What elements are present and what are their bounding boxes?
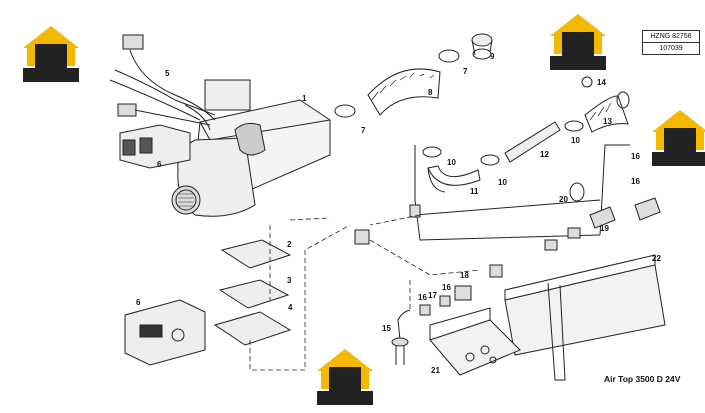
hose-clamp-7a xyxy=(334,104,356,118)
part-number-label: 11 xyxy=(470,187,479,196)
control-panel-6 xyxy=(124,299,206,366)
part-number-label: 16 xyxy=(418,293,427,302)
flex-hose-13 xyxy=(584,91,630,133)
part-number-label: 21 xyxy=(431,366,440,375)
brand-logo-right xyxy=(652,110,705,166)
fitting-16a xyxy=(409,204,421,218)
model-caption: Air Top 3500 D 24V xyxy=(604,374,681,384)
gasket-2 xyxy=(220,239,292,269)
hose-clamp-7b xyxy=(438,49,460,63)
control-unit-6 xyxy=(119,124,191,169)
fitting-chain-3 xyxy=(567,227,581,239)
fitting-chain-2 xyxy=(544,239,558,251)
part-number-label: 10 xyxy=(571,136,580,145)
end-sleeve-9 xyxy=(471,33,493,60)
exhaust-pipe-12 xyxy=(504,121,561,163)
part-number-label: 14 xyxy=(597,78,606,87)
connector-sensor xyxy=(634,197,661,221)
wiring-harness-5 xyxy=(109,34,251,131)
reference-box: HZNG 82756 107039 xyxy=(642,30,700,55)
part-number-label: 15 xyxy=(382,324,391,333)
clip-20 xyxy=(569,182,585,202)
part-number-label: 7 xyxy=(361,126,366,135)
ref-number: 107039 xyxy=(659,45,683,52)
part-number-label: 3 xyxy=(287,276,292,285)
part-number-label: 22 xyxy=(652,254,661,263)
part-number-label: 16 xyxy=(631,177,640,186)
flex-hose-11 xyxy=(427,165,481,186)
fuel-line xyxy=(414,144,630,241)
clamp-17 xyxy=(439,295,451,307)
part-number-label: 8 xyxy=(428,88,433,97)
brand-logo-bottom xyxy=(317,349,373,405)
clamp-10c xyxy=(564,120,584,132)
guide-lines xyxy=(249,214,481,371)
mounting-bracket-21 xyxy=(429,307,521,376)
clamp-14 xyxy=(581,76,593,88)
fuel-filter-18 xyxy=(454,285,472,301)
part-number-label: 20 xyxy=(559,195,568,204)
part-number-label: 16 xyxy=(442,283,451,292)
clamp-10b xyxy=(480,154,500,166)
fitting-16b xyxy=(419,304,431,316)
ref-code: HZNG 82756 xyxy=(643,31,699,43)
part-number-label: 7 xyxy=(463,67,468,76)
part-number-label: 17 xyxy=(428,291,437,300)
gasket-3 xyxy=(218,279,290,309)
part-number-label: 16 xyxy=(631,152,640,161)
part-number-label: 10 xyxy=(498,178,507,187)
gasket-4 xyxy=(213,311,292,346)
mounting-bracket-22 xyxy=(504,254,666,381)
part-number-label: 10 xyxy=(447,158,456,167)
part-number-label: 4 xyxy=(288,303,293,312)
connector-left xyxy=(354,229,370,245)
fitting-chain xyxy=(489,264,503,278)
brand-logo-top-right xyxy=(550,14,606,70)
fuel-pump-19 xyxy=(589,206,616,229)
flex-duct-8 xyxy=(367,68,441,116)
part-number-label: 6 xyxy=(157,160,162,169)
part-number-label: 1 xyxy=(302,94,307,103)
part-number-label: 19 xyxy=(600,224,609,233)
part-number-label: 5 xyxy=(165,69,170,78)
clamp-10a xyxy=(422,146,442,158)
part-number-label: 9 xyxy=(490,52,495,61)
brand-logo-top-left xyxy=(23,26,79,82)
part-number-label: 18 xyxy=(460,271,469,280)
fuel-standpipe-15 xyxy=(391,309,411,365)
heater-unit-1 xyxy=(171,99,331,217)
part-number-label: 2 xyxy=(287,240,292,249)
part-number-label: 12 xyxy=(540,150,549,159)
part-number-label: 6 xyxy=(136,298,141,307)
part-number-label: 13 xyxy=(603,117,612,126)
